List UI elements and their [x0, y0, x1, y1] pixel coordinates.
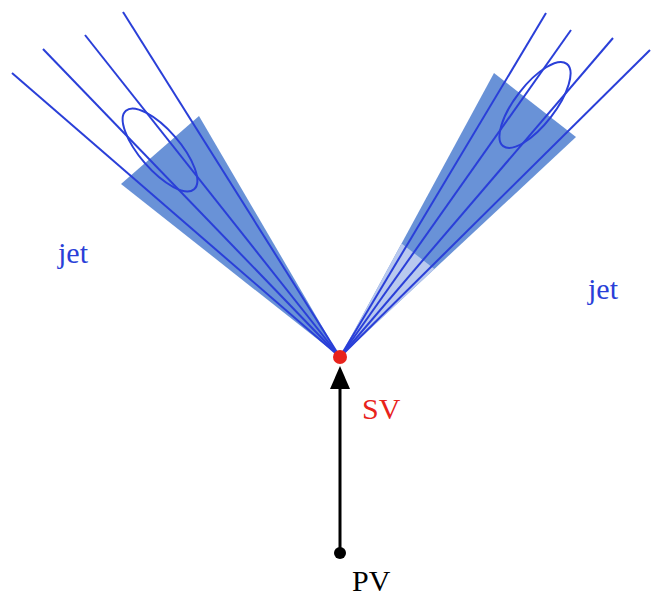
flight-arrow: [339, 386, 342, 553]
jet-opening: [487, 52, 582, 159]
jet-opening: [111, 98, 209, 203]
jet-cone: [121, 116, 340, 357]
primary-vertex-dot: [334, 547, 346, 559]
jet-label: jet: [58, 238, 88, 268]
vertex-label: SV: [362, 394, 400, 424]
jet-tracks: [340, 13, 650, 357]
vertex-label: PV: [352, 566, 390, 596]
arrow-head: [330, 366, 350, 389]
secondary-vertex-dot: [333, 350, 347, 364]
jet-tracks: [12, 12, 340, 357]
jet-label: jet: [588, 274, 618, 304]
